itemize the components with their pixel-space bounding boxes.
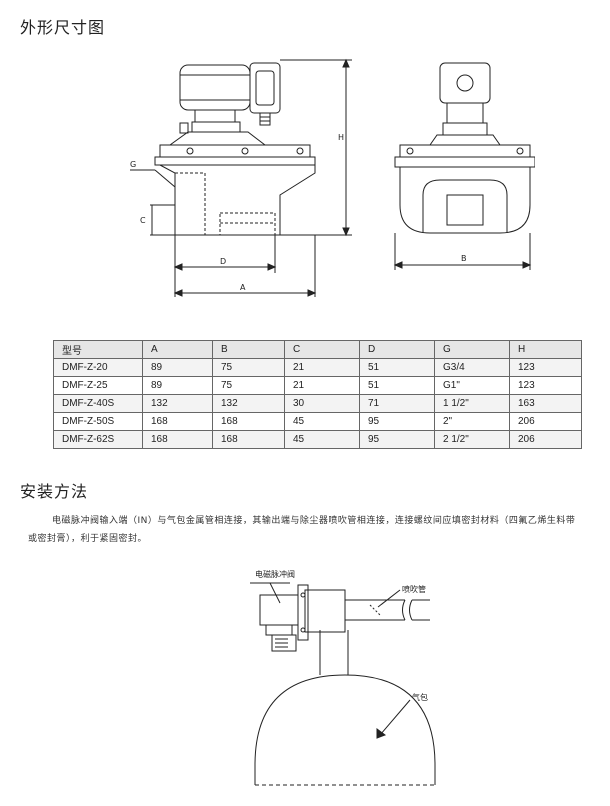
table-cell: 71 [359, 394, 435, 413]
table-header-cell: H [509, 340, 582, 359]
table-header-cell: D [359, 340, 435, 359]
table-header-cell: B [212, 340, 285, 359]
table-cell: 51 [359, 358, 435, 377]
table-cell: DMF-Z-20 [53, 358, 143, 377]
table-cell: 30 [284, 394, 360, 413]
table-cell: 168 [212, 412, 285, 431]
valve-label: 电磁脉冲阀 [255, 570, 295, 579]
table-cell: 168 [142, 412, 213, 431]
install-paragraph: 电磁脉冲阀输入端（IN）与气包金属管相连接，其输出端与除尘器喷吹管相连接，连接螺… [28, 516, 576, 544]
spec-table: 型号 A B C D G H DMF-Z-20 89 75 21 51 G3/4… [53, 340, 582, 449]
air-bag-label: 气包 [412, 693, 428, 702]
table-cell: 206 [509, 412, 582, 431]
table-cell: 51 [359, 376, 435, 395]
table-cell: 21 [284, 358, 360, 377]
table-cell: DMF-Z-40S [53, 394, 143, 413]
installation-drawing [250, 582, 436, 786]
table-cell: 1 1/2" [434, 394, 510, 413]
table-header-cell: G [434, 340, 510, 359]
table-row: DMF-Z-40S 132 132 30 71 1 1/2" 163 [53, 394, 582, 413]
dim-label-g: G [130, 160, 136, 169]
table-cell: 75 [212, 358, 285, 377]
front-view-drawing: G H C D A [130, 58, 352, 297]
table-header-cell: 型号 [53, 340, 143, 359]
table-cell: 75 [212, 376, 285, 395]
table-cell: G1" [434, 376, 510, 395]
dim-label-b: B [461, 254, 467, 263]
table-cell: 132 [212, 394, 285, 413]
table-row: DMF-Z-25 89 75 21 51 G1" 123 [53, 376, 582, 395]
table-cell: 89 [142, 376, 213, 395]
table-cell: 21 [284, 376, 360, 395]
outline-heading: 外形尺寸图 [20, 18, 106, 37]
table-row: DMF-Z-20 89 75 21 51 G3/4 123 [53, 358, 582, 377]
table-cell: DMF-Z-25 [53, 376, 143, 395]
table-cell: 2 1/2" [434, 430, 510, 449]
table-cell: 95 [359, 412, 435, 431]
dim-label-h: H [338, 133, 344, 142]
table-cell: 2" [434, 412, 510, 431]
table-header-cell: A [142, 340, 213, 359]
table-cell: 123 [509, 376, 582, 395]
table-cell: 132 [142, 394, 213, 413]
table-cell: 206 [509, 430, 582, 449]
table-cell: 89 [142, 358, 213, 377]
table-cell: 95 [359, 430, 435, 449]
install-heading: 安装方法 [20, 482, 89, 501]
table-cell: 45 [284, 412, 360, 431]
blow-pipe-label: 喷吹管 [402, 585, 426, 594]
table-cell: DMF-Z-50S [53, 412, 143, 431]
table-header-row: 型号 A B C D G H [53, 340, 582, 359]
dim-label-a: A [240, 283, 246, 292]
dim-label-d: D [220, 257, 226, 266]
side-view-drawing: B [393, 62, 535, 270]
table-cell: 168 [212, 430, 285, 449]
table-cell: 163 [509, 394, 582, 413]
table-header-cell: C [284, 340, 360, 359]
table-row: DMF-Z-50S 168 168 45 95 2" 206 [53, 412, 582, 431]
table-cell: 123 [509, 358, 582, 377]
table-cell: 45 [284, 430, 360, 449]
table-cell: DMF-Z-62S [53, 430, 143, 449]
table-cell: G3/4 [434, 358, 510, 377]
table-cell: 168 [142, 430, 213, 449]
dim-label-c: C [140, 216, 146, 225]
table-row: DMF-Z-62S 168 168 45 95 2 1/2" 206 [53, 430, 582, 449]
